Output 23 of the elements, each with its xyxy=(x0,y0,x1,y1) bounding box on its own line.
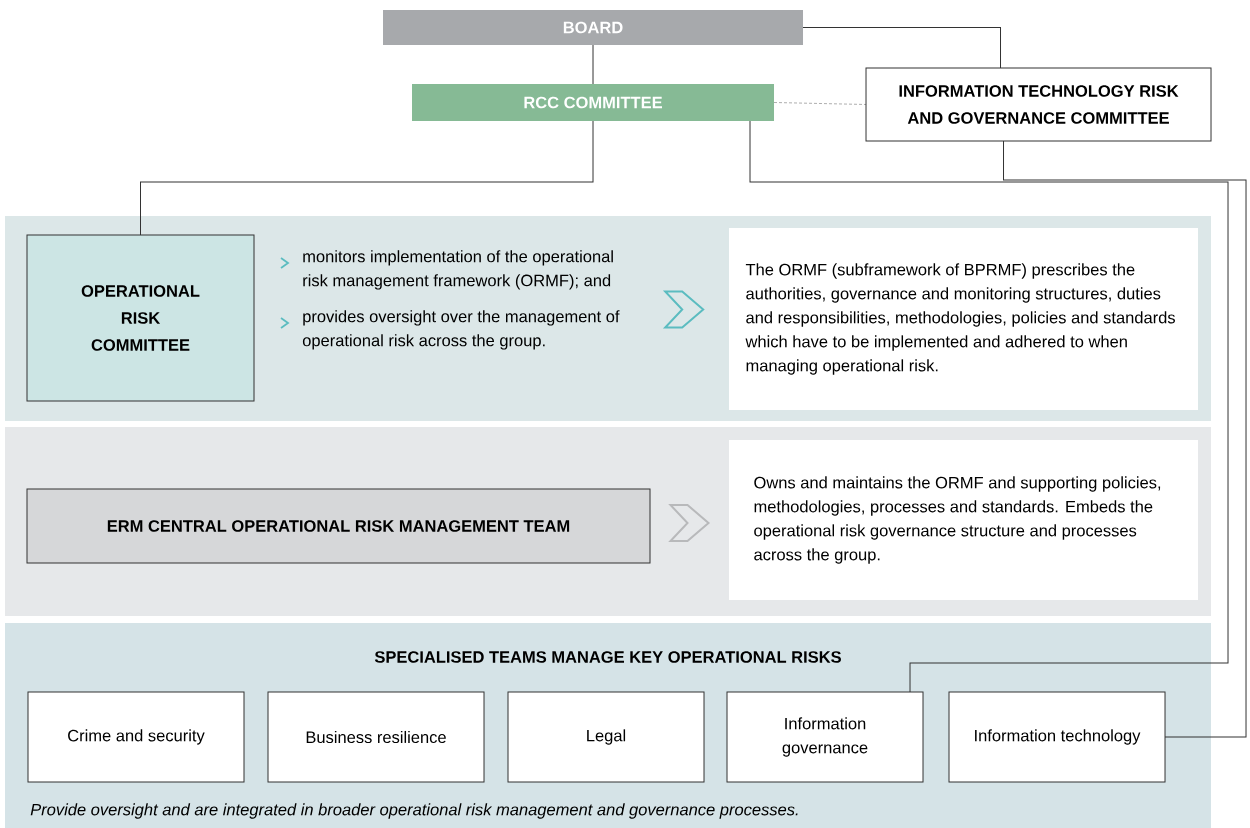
section-heading: SPECIALISED TEAMS MANAGE KEY OPERATIONAL RISKS xyxy=(374,651,841,663)
chevron-arrow xyxy=(668,504,711,542)
committee-box: RCC COMMITTEE xyxy=(412,84,774,121)
team-box: Business resilience xyxy=(267,691,485,783)
connector-line xyxy=(802,27,1001,69)
team-box: Legal xyxy=(507,691,705,783)
team-box: ERM CENTRAL OPERATIONAL RISK MANAGEMENT TEAM xyxy=(26,488,651,564)
committee-box: INFORMATION TECHNOLOGY RISK AND GOVERNANCE COMMITTEE xyxy=(865,67,1212,142)
footnote-text: Provide oversight and are integrated in broader operational risk management and governance processes. xyxy=(30,803,798,819)
team-box: Crime and security xyxy=(27,691,245,783)
connector-line xyxy=(749,120,1229,693)
connector-line xyxy=(140,120,594,236)
bullet-list: monitors implementation of the operational risk management framework (ORMF); and provides oversight over the management of operational risk across the group. xyxy=(280,250,620,350)
team-box: Information governance xyxy=(726,691,924,783)
connector-line xyxy=(1003,140,1247,738)
connector-line xyxy=(773,102,867,105)
team-box: Information technology xyxy=(948,691,1166,783)
description-box: The ORMF (subframework of BPRMF) prescribes the authorities, governance and monitoring structures, duties and responsibilities, methodologies, policies and standards which have to be implemented and adhered to when managing operational risk. xyxy=(729,228,1198,410)
committee-box: OPERATIONAL RISK COMMITTEE xyxy=(26,234,255,402)
chevron-arrow xyxy=(662,290,705,329)
board-box: BOARD xyxy=(383,10,803,45)
description-box: Owns and maintains the ORMF and supporting policies, methodologies, processes and standards. Embeds the operational risk governance structure and processes across the group. xyxy=(729,440,1198,600)
connector-line xyxy=(592,44,594,85)
